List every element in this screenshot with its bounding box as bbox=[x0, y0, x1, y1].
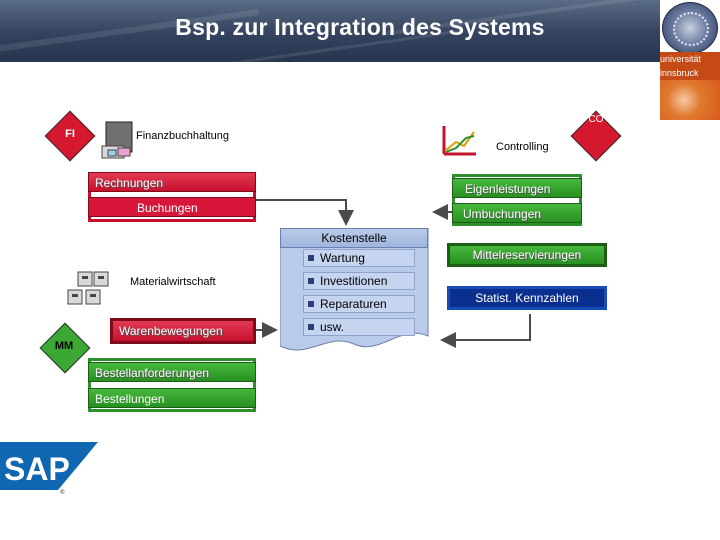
mm-item-label: Bestellungen bbox=[95, 392, 165, 406]
sap-logo: SAP ® bbox=[0, 442, 98, 495]
fi-name-label: Finanzbuchhaltung bbox=[136, 130, 229, 142]
fi-item-rechnungen: Rechnungen bbox=[88, 172, 256, 192]
page-title: Bsp. zur Integration des Systems bbox=[175, 14, 545, 40]
co-item-label: Eigenleistungen bbox=[465, 182, 551, 196]
university-logo: universität innsbruck bbox=[660, 0, 720, 120]
co-item-eigenleistungen: Eigenleistungen bbox=[452, 178, 582, 198]
kostenstelle-item: Investitionen bbox=[303, 272, 415, 290]
fi-item-buchungen: Buchungen bbox=[88, 197, 256, 217]
svg-text:®: ® bbox=[60, 489, 65, 495]
title-bar: Bsp. zur Integration des Systems bbox=[0, 0, 720, 62]
printer-icon bbox=[101, 121, 133, 159]
mm-item-bestellungen: Bestellungen bbox=[88, 388, 256, 408]
mm-item-bestellanforderungen: Bestellanforderungen bbox=[88, 362, 256, 382]
mm-item-label: Warenbewegungen bbox=[119, 324, 223, 338]
mm-item-warenbewegungen: Warenbewegungen bbox=[110, 318, 256, 344]
mm-name-label: Materialwirtschaft bbox=[130, 276, 216, 288]
co-item-label: Umbuchungen bbox=[463, 207, 542, 221]
co-item-mittelreservierungen: Mittelreservierungen bbox=[447, 243, 607, 267]
cabinet-icon bbox=[67, 271, 109, 305]
sap-logo-text: SAP bbox=[4, 451, 70, 487]
co-name-label: Controlling bbox=[496, 141, 549, 153]
kostenstelle-item: usw. bbox=[303, 318, 415, 336]
logo-text-line2: innsbruck bbox=[660, 66, 720, 80]
fi-item-label: Rechnungen bbox=[95, 176, 164, 190]
co-item-statist-kennzahlen: Statist. Kennzahlen bbox=[447, 286, 607, 310]
arrow-fi-to-kostenstelle bbox=[256, 199, 354, 226]
fi-item-label: Buchungen bbox=[137, 201, 198, 215]
kostenstelle-title: Kostenstelle bbox=[280, 228, 428, 248]
co-item-umbuchungen: Umbuchungen bbox=[452, 203, 582, 223]
logo-graphic bbox=[660, 80, 720, 120]
kostenstelle-item: Reparaturen bbox=[303, 295, 415, 313]
co-item-label: Mittelreservierungen bbox=[472, 248, 582, 262]
arrow-co-from-kostenstelle bbox=[440, 314, 531, 348]
kostenstelle-item: Wartung bbox=[303, 249, 415, 267]
co-module-label: CO bbox=[588, 114, 604, 125]
mm-item-label: Bestellanforderungen bbox=[95, 366, 210, 380]
mm-module-label: MM bbox=[54, 340, 74, 352]
logo-text-line1: universität bbox=[660, 52, 720, 66]
co-item-label: Statist. Kennzahlen bbox=[475, 291, 579, 305]
chart-icon bbox=[442, 126, 476, 156]
fi-module-label: FI bbox=[65, 128, 75, 140]
